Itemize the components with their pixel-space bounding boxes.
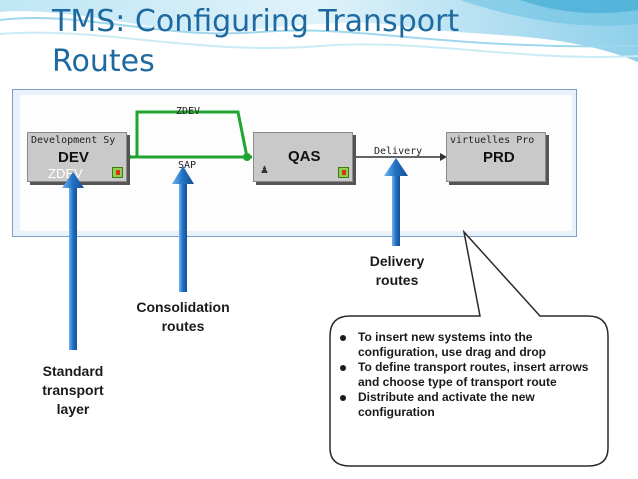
delivery-route-label: Delivery <box>374 146 423 157</box>
consolidation-routes-label: Consolidation routes <box>136 299 230 334</box>
system-dev[interactable]: Development Sy DEV ZDEV <box>27 132 127 182</box>
consolidation-route-label-top: ZDEV <box>176 106 201 117</box>
system-prd[interactable]: virtuelles Pro PRD <box>446 132 546 182</box>
consolidation-arrow <box>172 166 194 292</box>
delivery-route[interactable] <box>356 153 447 161</box>
standard-transport-layer-label: Standard transport layer <box>42 363 104 417</box>
consolidation-route-label-bottom: SAP <box>178 160 197 171</box>
list-item: To insert new systems into the configura… <box>336 330 602 360</box>
system-qas-name: QAS <box>288 148 321 165</box>
system-qas[interactable]: QAS ♟ <box>253 132 353 182</box>
slide-title: TMS: Configuring Transport Routes <box>52 4 460 79</box>
system-prd-name: PRD <box>483 149 515 166</box>
user-icon: ♟ <box>260 165 269 176</box>
list-item: Distribute and activate the new configur… <box>336 390 602 420</box>
system-dev-caption: Development Sy <box>31 135 116 146</box>
standard-layer-arrow <box>62 172 84 350</box>
system-status-icon <box>112 167 123 178</box>
list-item: To define transport routes, insert arrow… <box>336 360 602 390</box>
delivery-arrow <box>384 158 408 246</box>
instruction-list: To insert new systems into the configura… <box>336 330 602 420</box>
system-dev-name: DEV <box>58 149 89 166</box>
system-status-icon <box>338 167 349 178</box>
system-prd-caption: virtuelles Pro <box>450 135 535 146</box>
delivery-routes-label: Delivery routes <box>369 253 425 288</box>
